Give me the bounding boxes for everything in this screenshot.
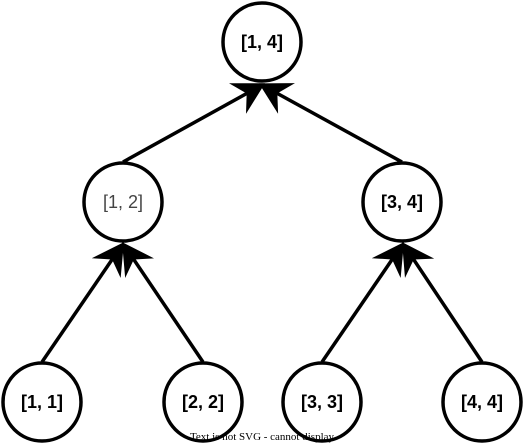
node-root-label: [1, 4] [241,32,283,52]
node-leaf-2-label: [2, 2] [182,392,224,412]
node-left-mid-circle [82,161,164,243]
edge-left-mid-to-root [122,83,266,164]
node-leaf-1-circle [1,361,83,443]
node-leaf-4-label: [4, 4] [461,392,503,412]
node-leaf-1: [1, 1] [1,361,83,443]
node-leaf-4: [4, 4] [441,361,523,443]
node-right-mid-circle [361,161,443,243]
edge-leaf-2-to-left-mid [122,242,205,363]
node-leaf-3-circle [281,361,363,443]
edge-right-mid-to-root [258,83,403,164]
node-right-mid: [3, 4] [361,161,443,243]
edges-layer [40,83,484,363]
node-leaf-3: [3, 3] [281,361,363,443]
node-root-circle [221,1,303,83]
node-leaf-4-circle [441,361,523,443]
node-left-mid-label: [1, 2] [103,192,143,212]
node-leaf-3-label: [3, 3] [301,392,343,412]
edge-leaf-3-to-right-mid [320,242,404,363]
node-root: [1, 4] [221,1,303,83]
edge-leaf-4-to-right-mid [402,242,484,363]
node-leaf-2-circle [162,361,244,443]
node-leaf-2: [2, 2] [162,361,244,443]
edge-leaf-1-to-left-mid [40,242,124,363]
node-left-mid: [1, 2] [82,161,164,243]
node-right-mid-label: [3, 4] [381,192,423,212]
node-leaf-1-label: [1, 1] [21,392,63,412]
svg-fallback-notice: Text is not SVG - cannot display [190,431,335,443]
